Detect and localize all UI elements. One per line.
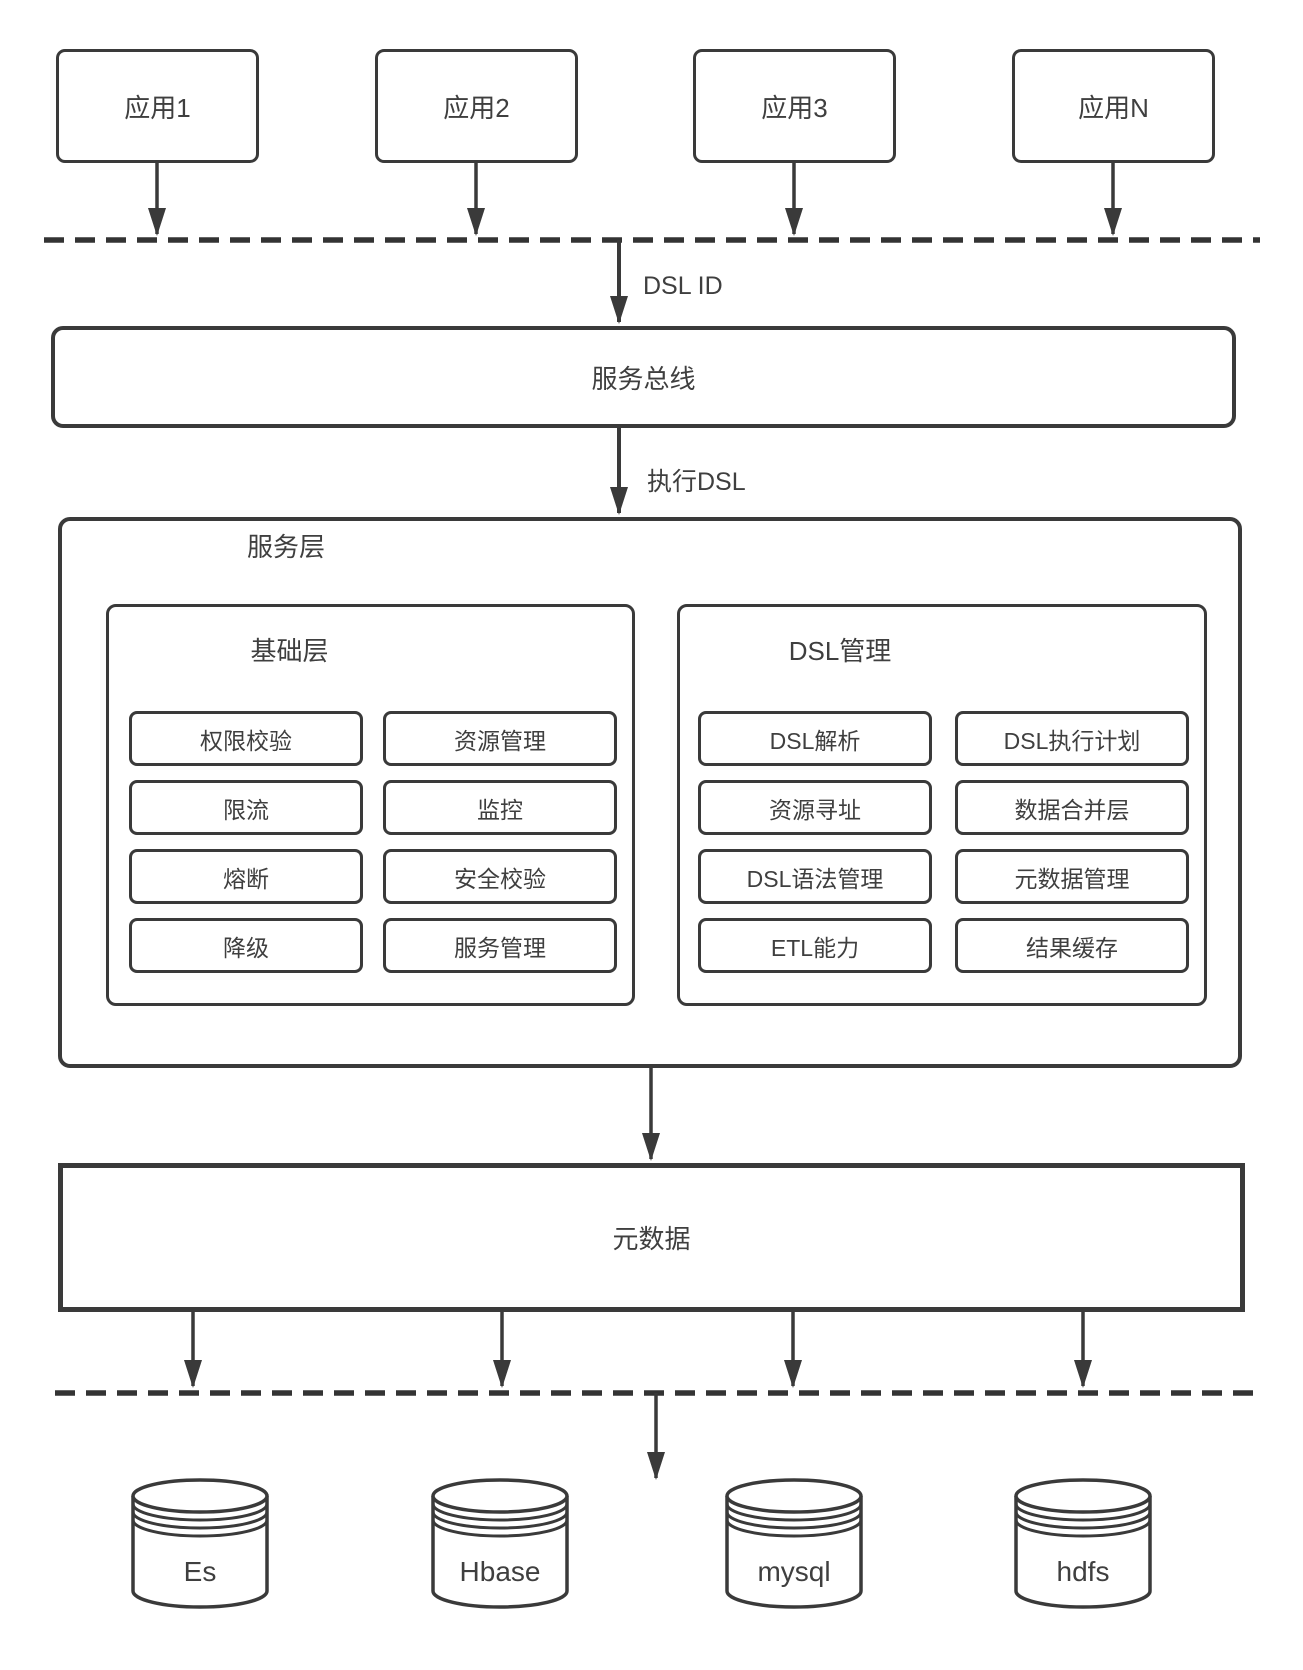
dsl-id-edge-label: DSL ID	[643, 272, 723, 300]
base-item-monitoring: 监控	[383, 780, 617, 835]
base-item-label: 权限校验	[200, 727, 292, 754]
database-cylinder-icon	[431, 1478, 569, 1609]
dsl-item-label: DSL语法管理	[746, 865, 884, 892]
base-item-circuit-break: 熔断	[129, 849, 363, 904]
base-item-label: 熔断	[223, 865, 269, 892]
service-bus-label: 服务总线	[591, 363, 696, 394]
datastore-mysql-label: mysql	[757, 1556, 831, 1587]
cylinder-ring	[431, 1503, 569, 1522]
base-layer-item-grid: 权限校验 资源管理 限流 监控 熔断 安全校验 降级 服务管理	[129, 711, 617, 973]
service-bus-box: 服务总线	[51, 326, 1236, 428]
base-item-permission-check: 权限校验	[129, 711, 363, 766]
app-box-3: 应用3	[693, 49, 896, 163]
base-layer-title: 基础层	[250, 636, 329, 666]
cylinder-ring	[431, 1511, 569, 1530]
datastore-hbase-label: Hbase	[459, 1556, 541, 1587]
dsl-item-label: DSL解析	[769, 727, 861, 754]
cylinder-ring	[725, 1511, 863, 1530]
cylinder-ring	[131, 1511, 269, 1530]
cylinder-body	[1014, 1496, 1152, 1609]
datastore-hbase: Hbase	[428, 1474, 572, 1614]
datastore-mysql: mysql	[722, 1474, 866, 1614]
dsl-item-label: 结果缓存	[1026, 934, 1118, 961]
cylinder-top	[431, 1478, 569, 1514]
execute-dsl-edge-label: 执行DSL	[647, 468, 746, 496]
datastore-hdfs-label: hdfs	[1056, 1556, 1110, 1587]
datastore-es: Es	[128, 1474, 272, 1614]
cylinder-ring	[725, 1519, 863, 1538]
database-cylinder-icon	[131, 1478, 269, 1609]
cylinder-ring	[431, 1519, 569, 1538]
app-box-n: 应用N	[1012, 49, 1215, 163]
dsl-management-title: DSL管理	[788, 636, 892, 666]
base-item-label: 安全校验	[454, 865, 546, 892]
dsl-item-data-merge: 数据合并层	[955, 780, 1189, 835]
dsl-item-syntax-mgmt: DSL语法管理	[698, 849, 932, 904]
dsl-item-parse: DSL解析	[698, 711, 932, 766]
base-item-service-mgmt: 服务管理	[383, 918, 617, 973]
app-box-n-label: 应用N	[1078, 92, 1149, 123]
cylinder-body	[431, 1496, 569, 1609]
cylinder-body	[725, 1496, 863, 1609]
cylinder-ring	[1014, 1519, 1152, 1538]
dsl-item-label: ETL能力	[770, 934, 860, 961]
cylinder-ring	[1014, 1503, 1152, 1522]
app-box-3-label: 应用3	[761, 92, 828, 123]
cylinder-ring	[725, 1503, 863, 1522]
dsl-item-result-cache: 结果缓存	[955, 918, 1189, 973]
dsl-management-item-grid: DSL解析 DSL执行计划 资源寻址 数据合并层 DSL语法管理 元数据管理 E…	[698, 711, 1189, 973]
base-item-label: 服务管理	[454, 934, 546, 961]
base-item-label: 降级	[223, 934, 269, 961]
cylinder-body	[131, 1496, 269, 1609]
dsl-item-label: DSL执行计划	[1003, 727, 1141, 754]
base-item-degrade: 降级	[129, 918, 363, 973]
dsl-management-box: DSL管理 DSL解析 DSL执行计划 资源寻址 数据合并层 DSL语法管理 元…	[677, 604, 1207, 1006]
dsl-item-etl: ETL能力	[698, 918, 932, 973]
database-cylinder-icon	[1014, 1478, 1152, 1609]
base-item-security-check: 安全校验	[383, 849, 617, 904]
database-cylinder-icon	[725, 1478, 863, 1609]
base-item-resource-mgmt: 资源管理	[383, 711, 617, 766]
base-item-rate-limit: 限流	[129, 780, 363, 835]
dsl-item-exec-plan: DSL执行计划	[955, 711, 1189, 766]
dsl-item-metadata-mgmt: 元数据管理	[955, 849, 1189, 904]
cylinder-top	[725, 1478, 863, 1514]
dsl-item-label: 资源寻址	[769, 796, 861, 823]
dsl-item-label: 数据合并层	[1014, 796, 1130, 823]
dsl-item-resource-addr: 资源寻址	[698, 780, 932, 835]
app-box-2: 应用2	[375, 49, 578, 163]
base-layer-box: 基础层 权限校验 资源管理 限流 监控 熔断 安全校验 降级 服务管理	[106, 604, 635, 1006]
cylinder-ring	[1014, 1511, 1152, 1530]
datastore-hdfs: hdfs	[1011, 1474, 1155, 1614]
cylinder-ring	[131, 1519, 269, 1538]
app-box-2-label: 应用2	[443, 92, 510, 123]
app-box-1-label: 应用1	[124, 92, 191, 123]
cylinder-top	[131, 1478, 269, 1514]
base-item-label: 监控	[477, 796, 523, 823]
metadata-box: 元数据	[58, 1163, 1245, 1312]
datastore-es-label: Es	[183, 1556, 217, 1587]
cylinder-ring	[131, 1503, 269, 1522]
service-layer-title: 服务层	[247, 532, 326, 562]
base-item-label: 资源管理	[454, 727, 546, 754]
metadata-label: 元数据	[612, 1224, 691, 1254]
app-box-1: 应用1	[56, 49, 259, 163]
dsl-item-label: 元数据管理	[1014, 865, 1130, 892]
base-item-label: 限流	[223, 796, 269, 823]
cylinder-top	[1014, 1478, 1152, 1514]
